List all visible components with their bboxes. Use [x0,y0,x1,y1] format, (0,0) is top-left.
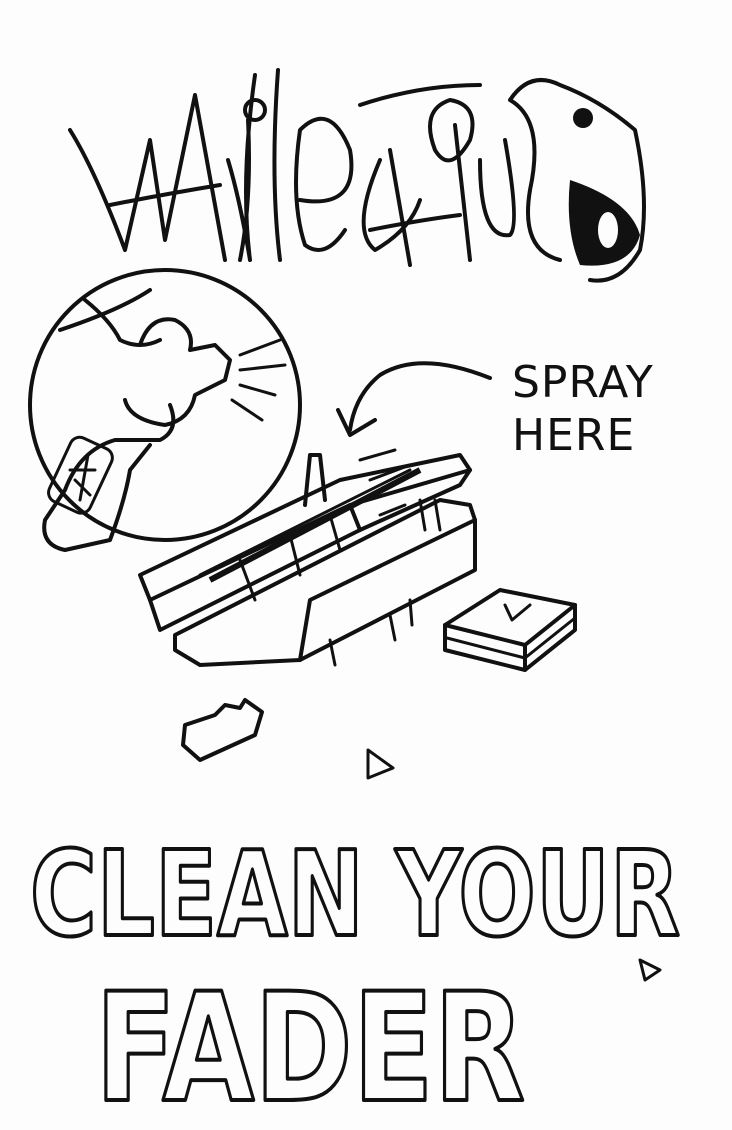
spray-here-callout: SPRAY HERE [336,357,654,461]
loose-pieces [181,698,670,982]
white-lotus-logo [68,68,646,283]
spray-bottle-inset [28,268,302,552]
bottle-label-icon [68,453,97,502]
fader-cap-stack [443,588,577,672]
title-line-2: FADER [95,962,525,1130]
callout-line-2: HERE [512,410,635,461]
title-line-1: CLEAN YOUR [30,825,680,963]
fader-drawing [138,448,477,667]
callout-line-1: SPRAY [512,357,654,408]
